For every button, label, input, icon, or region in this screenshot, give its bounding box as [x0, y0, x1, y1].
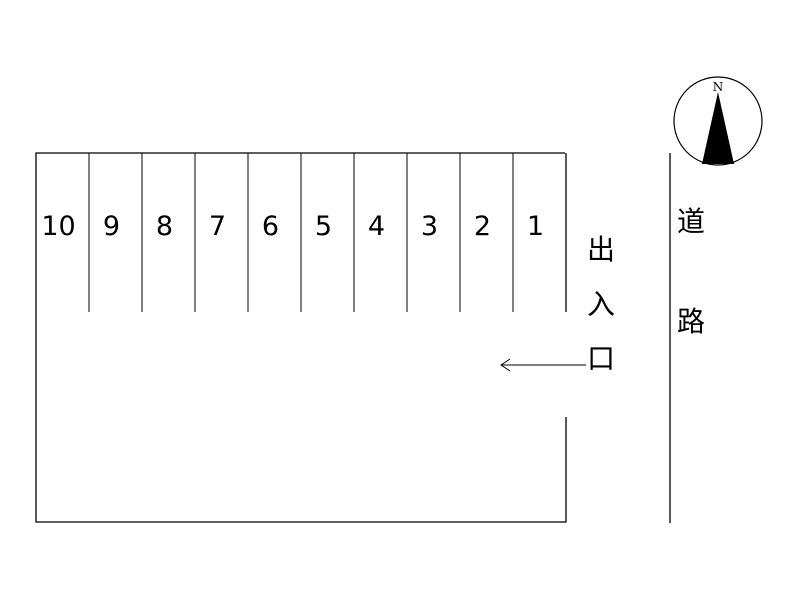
stall-number: 9 [102, 211, 121, 242]
compass-circle [673, 76, 763, 166]
stall-number: 5 [314, 211, 333, 242]
stall-number: 6 [261, 211, 280, 242]
stall-number: 10 [41, 211, 76, 242]
road-char: 路 [677, 305, 706, 338]
stall-number: 7 [208, 211, 227, 242]
lot-outline [35, 152, 567, 523]
compass-north-label: N [713, 80, 724, 94]
stall-number: 1 [526, 211, 545, 242]
stall-number: 2 [473, 211, 492, 242]
entrance-arrow-head [500, 358, 511, 372]
stall-number: 4 [367, 211, 386, 242]
stall-dividers [88, 153, 514, 312]
north-arrow-icon [702, 92, 734, 164]
compass: N [673, 76, 763, 166]
road-char: 道 [677, 205, 706, 238]
stall-number: 3 [420, 211, 439, 242]
entrance-char: 出 [587, 233, 616, 266]
entrance-char: 入 [587, 288, 616, 321]
entrance-char: 口 [587, 342, 616, 375]
stall-number: 8 [155, 211, 174, 242]
